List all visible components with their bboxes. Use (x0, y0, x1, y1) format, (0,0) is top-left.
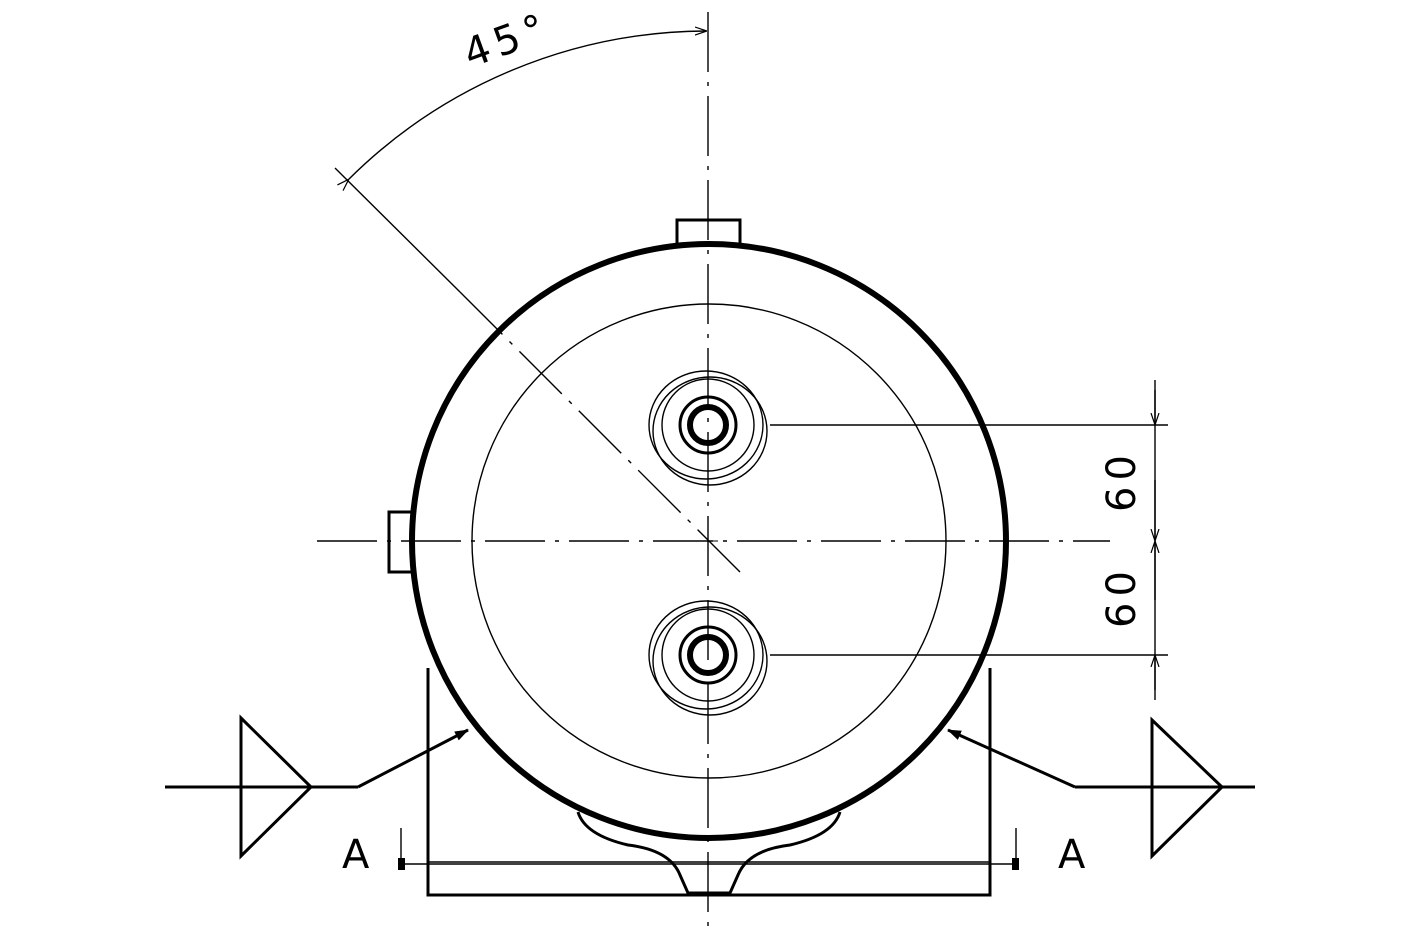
section-line: A A (342, 828, 1086, 878)
lower-fitting (648, 600, 768, 716)
dim-lower-label: 60 (1099, 565, 1145, 628)
support-saddle (426, 668, 992, 897)
section-label-right: A (1058, 832, 1086, 878)
side-nozzle (387, 510, 411, 574)
section-label-left: A (342, 832, 370, 878)
bottom-drain (576, 811, 842, 895)
angle-label: 45° (458, 4, 557, 78)
weld-symbol-right (947, 716, 1255, 860)
center-lines (317, 12, 1110, 930)
dim-upper-label: 60 (1099, 449, 1145, 512)
vertical-dimensions: 60 60 (770, 380, 1168, 700)
weld-symbol-left (165, 714, 469, 860)
